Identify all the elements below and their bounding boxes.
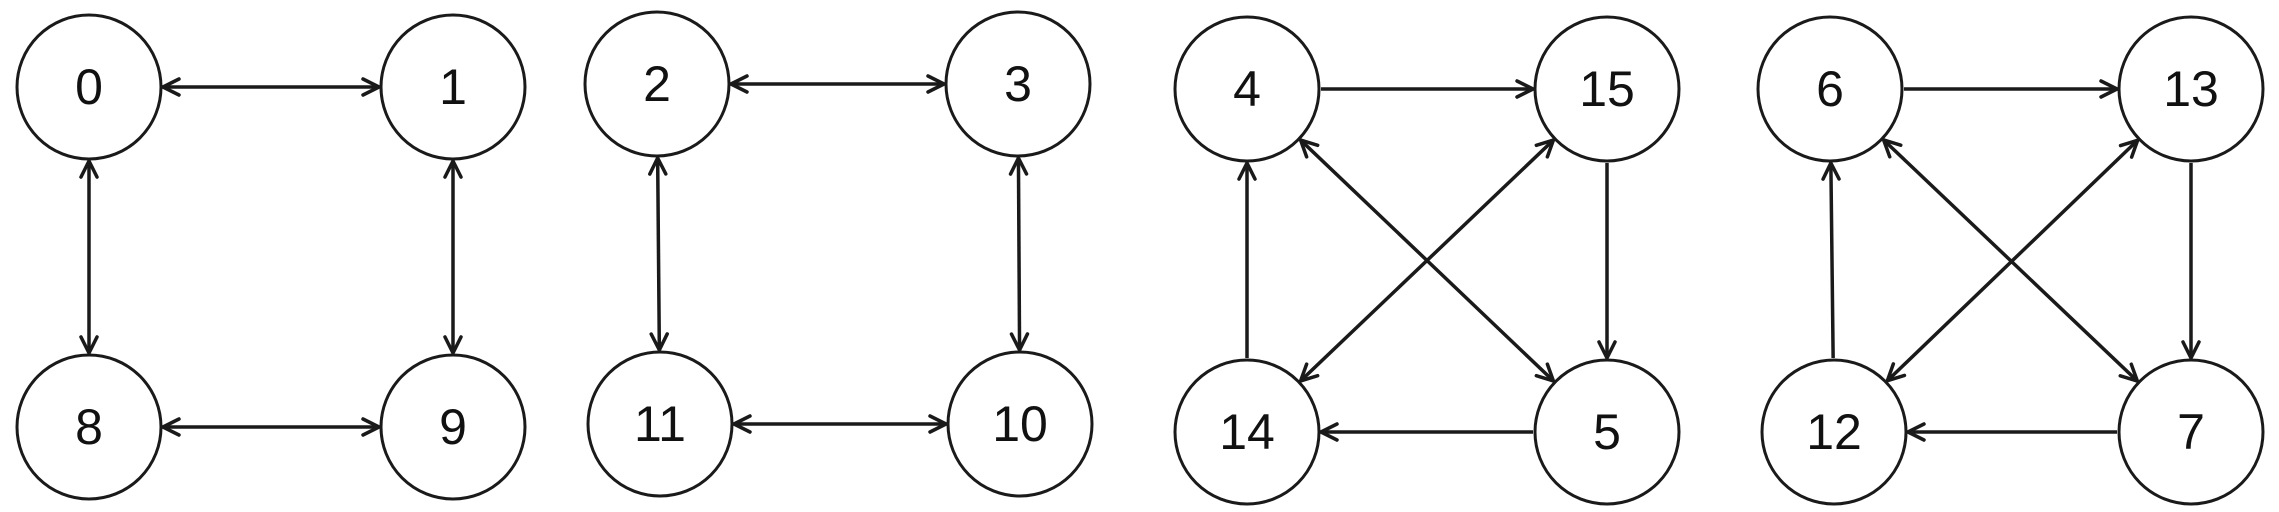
node-label-2: 2 xyxy=(643,56,671,112)
node-label-3: 3 xyxy=(1004,56,1032,112)
edge-12-6 xyxy=(1821,161,1841,359)
node-circle-14 xyxy=(1173,358,1321,506)
node-label-4: 4 xyxy=(1233,61,1261,117)
node-6: 6 xyxy=(1756,15,1904,163)
nodes-layer: 0 1 8 9 2 3 11 10 4 15 14 5 6 13 12 7 xyxy=(15,10,2265,506)
node-circle-5 xyxy=(1533,358,1681,506)
node-2: 2 xyxy=(583,10,731,158)
node-11: 11 xyxy=(586,350,734,498)
node-5: 5 xyxy=(1533,358,1681,506)
node-circle-8 xyxy=(15,353,163,501)
edges-layer xyxy=(79,74,2201,442)
node-circle-7 xyxy=(2117,358,2265,506)
node-circle-15 xyxy=(1533,15,1681,163)
node-7: 7 xyxy=(2117,358,2265,506)
node-14: 14 xyxy=(1173,358,1321,506)
node-circle-2 xyxy=(583,10,731,158)
node-circle-0 xyxy=(15,13,163,161)
node-8: 8 xyxy=(15,353,163,501)
node-0: 0 xyxy=(15,13,163,161)
node-circle-10 xyxy=(946,350,1094,498)
node-circle-12 xyxy=(1760,358,1908,506)
node-4: 4 xyxy=(1173,15,1321,163)
node-13: 13 xyxy=(2117,15,2265,163)
node-label-15: 15 xyxy=(1579,61,1635,117)
node-circle-4 xyxy=(1173,15,1321,163)
node-circle-6 xyxy=(1756,15,1904,163)
node-label-8: 8 xyxy=(75,399,103,455)
node-12: 12 xyxy=(1760,358,1908,506)
node-circle-1 xyxy=(379,13,527,161)
edge-14-15 xyxy=(1298,138,1556,383)
node-circle-3 xyxy=(944,10,1092,158)
node-label-11: 11 xyxy=(634,396,686,452)
node-label-12: 12 xyxy=(1806,404,1862,460)
node-label-1: 1 xyxy=(439,59,467,115)
edge-3-10 xyxy=(1008,156,1030,352)
node-circle-9 xyxy=(379,353,527,501)
node-label-10: 10 xyxy=(992,396,1048,452)
node-label-9: 9 xyxy=(439,399,467,455)
node-label-5: 5 xyxy=(1593,404,1621,460)
node-1: 1 xyxy=(379,13,527,161)
node-label-7: 7 xyxy=(2177,404,2205,460)
edge-12-13 xyxy=(1885,138,2140,383)
node-label-13: 13 xyxy=(2163,61,2219,117)
node-circle-11 xyxy=(586,350,734,498)
node-10: 10 xyxy=(946,350,1094,498)
node-label-14: 14 xyxy=(1219,404,1275,460)
node-label-0: 0 xyxy=(75,59,103,115)
node-9: 9 xyxy=(379,353,527,501)
node-3: 3 xyxy=(944,10,1092,158)
node-label-6: 6 xyxy=(1816,61,1844,117)
edge-2-11 xyxy=(648,156,669,352)
node-15: 15 xyxy=(1533,15,1681,163)
node-circle-13 xyxy=(2117,15,2265,163)
